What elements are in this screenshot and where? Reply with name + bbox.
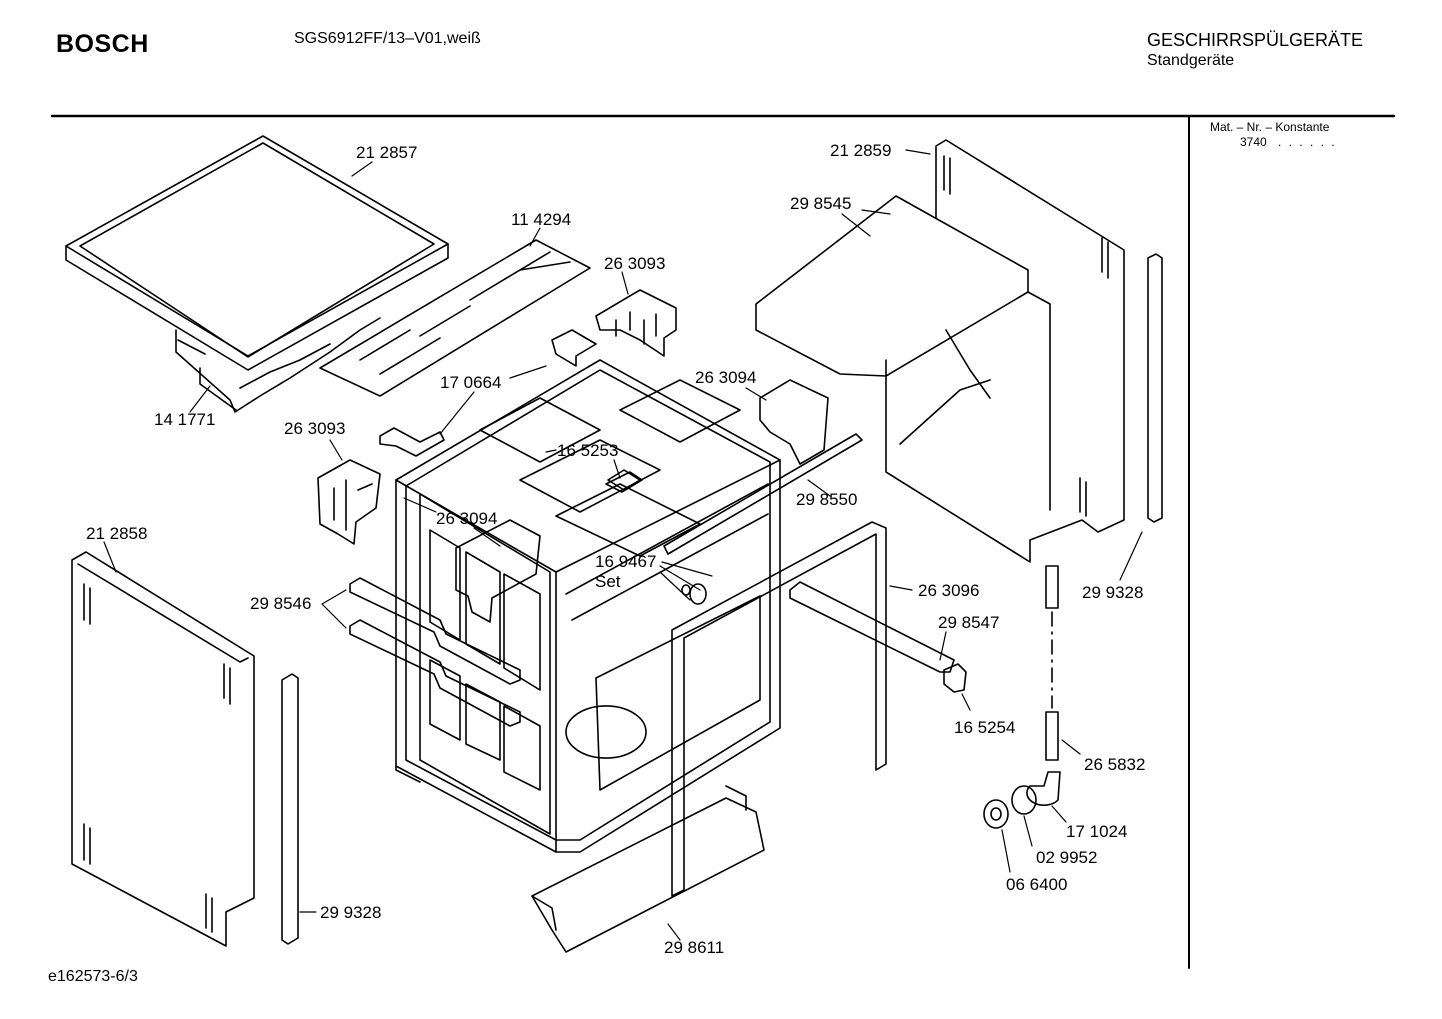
- part-label-hinge-box-right: 26 3094: [695, 368, 757, 387]
- bracket-shape-top: [551, 329, 597, 367]
- cabinet-tub-shape: [395, 359, 781, 853]
- part-label-trim-strip-left: 29 9328: [320, 903, 382, 922]
- trim-strip-shape-right: [1147, 253, 1163, 523]
- hinge-box-shape-right: [759, 379, 829, 465]
- part-label-plinth: 29 8611: [664, 938, 725, 957]
- hinge-clip-shape-lower: [317, 459, 381, 545]
- part-label-back-panel: 21 2859: [830, 141, 892, 160]
- part-label-worktop-frame: 14 1771: [154, 410, 216, 429]
- back-panel-shape: [755, 139, 1125, 563]
- model-number: SGS6912FF/13–V01,weiß: [294, 30, 481, 47]
- part-label-valve-set: 16 9467: [595, 552, 657, 571]
- part-label-hinge-clip-upper: 26 3093: [604, 254, 666, 273]
- konstante-value: 3740: [1240, 135, 1267, 149]
- part-label-nozzle: 16 5254: [954, 718, 1016, 737]
- part-label-door-seal: 26 3096: [918, 581, 980, 600]
- brand-logo: BOSCH: [56, 30, 149, 58]
- side-panel-left-shape: [71, 551, 255, 947]
- part-label-rails: 29 8546: [250, 594, 312, 613]
- part-label-hinge-box-left: 26 3094: [436, 509, 498, 528]
- seal-strip-shape: [663, 433, 863, 555]
- part-label-spray-arm: 29 8547: [938, 613, 1000, 632]
- part-label-trim-strip-right: 29 9328: [1082, 583, 1144, 602]
- door-seal-shape: [671, 521, 887, 897]
- drain-fitting-shapes: [983, 771, 1061, 829]
- plinth-shape: [531, 797, 765, 953]
- part-label-seal-strip: 29 8550: [796, 490, 858, 509]
- bracket-shape-bottom: [379, 427, 445, 457]
- subcategory-title: Standgeräte: [1147, 52, 1235, 69]
- konstante-dots: . . . . . .: [1278, 135, 1337, 149]
- worktop-shape: [65, 135, 449, 413]
- part-label-set: Set: [595, 572, 621, 591]
- part-label-cap: 06 6400: [1006, 875, 1068, 894]
- part-label-seal-ring: 02 9952: [1036, 848, 1098, 867]
- valve-shape: [689, 583, 707, 605]
- rail-shape-lower: [349, 619, 521, 727]
- part-label-drain-hose: 26 5832: [1084, 755, 1146, 774]
- document-id: e162573-6/3: [48, 968, 138, 985]
- hinge-clip-shape-upper: [595, 289, 677, 357]
- konstante-label: Mat. – Nr. – Konstante: [1210, 120, 1330, 134]
- leader-lines: [103, 149, 1143, 941]
- drain-hose-shape: [1045, 565, 1059, 761]
- part-label-worktop: 21 2857: [356, 143, 418, 162]
- spray-arm-shape: [789, 581, 955, 673]
- part-label-foil: 11 4294: [511, 210, 572, 229]
- part-label-hinge-clip-lower: 26 3093: [284, 419, 346, 438]
- latch-shape: [605, 471, 643, 493]
- part-label-top-cover: 29 8545: [790, 194, 852, 213]
- hinge-box-shape-left: [455, 519, 541, 623]
- part-label-latch: 16 5253: [557, 441, 619, 460]
- rail-shape-upper: [349, 577, 521, 685]
- trim-strip-shape-left: [281, 673, 299, 945]
- category-title: GESCHIRRSPÜLGERÄTE: [1147, 30, 1364, 50]
- part-label-drain-elbow: 17 1024: [1066, 822, 1128, 841]
- part-label-side-panel-left: 21 2858: [86, 524, 148, 543]
- foil-shape: [319, 239, 591, 397]
- part-label-bracket: 17 0664: [440, 373, 502, 392]
- nozzle-shape: [943, 663, 967, 693]
